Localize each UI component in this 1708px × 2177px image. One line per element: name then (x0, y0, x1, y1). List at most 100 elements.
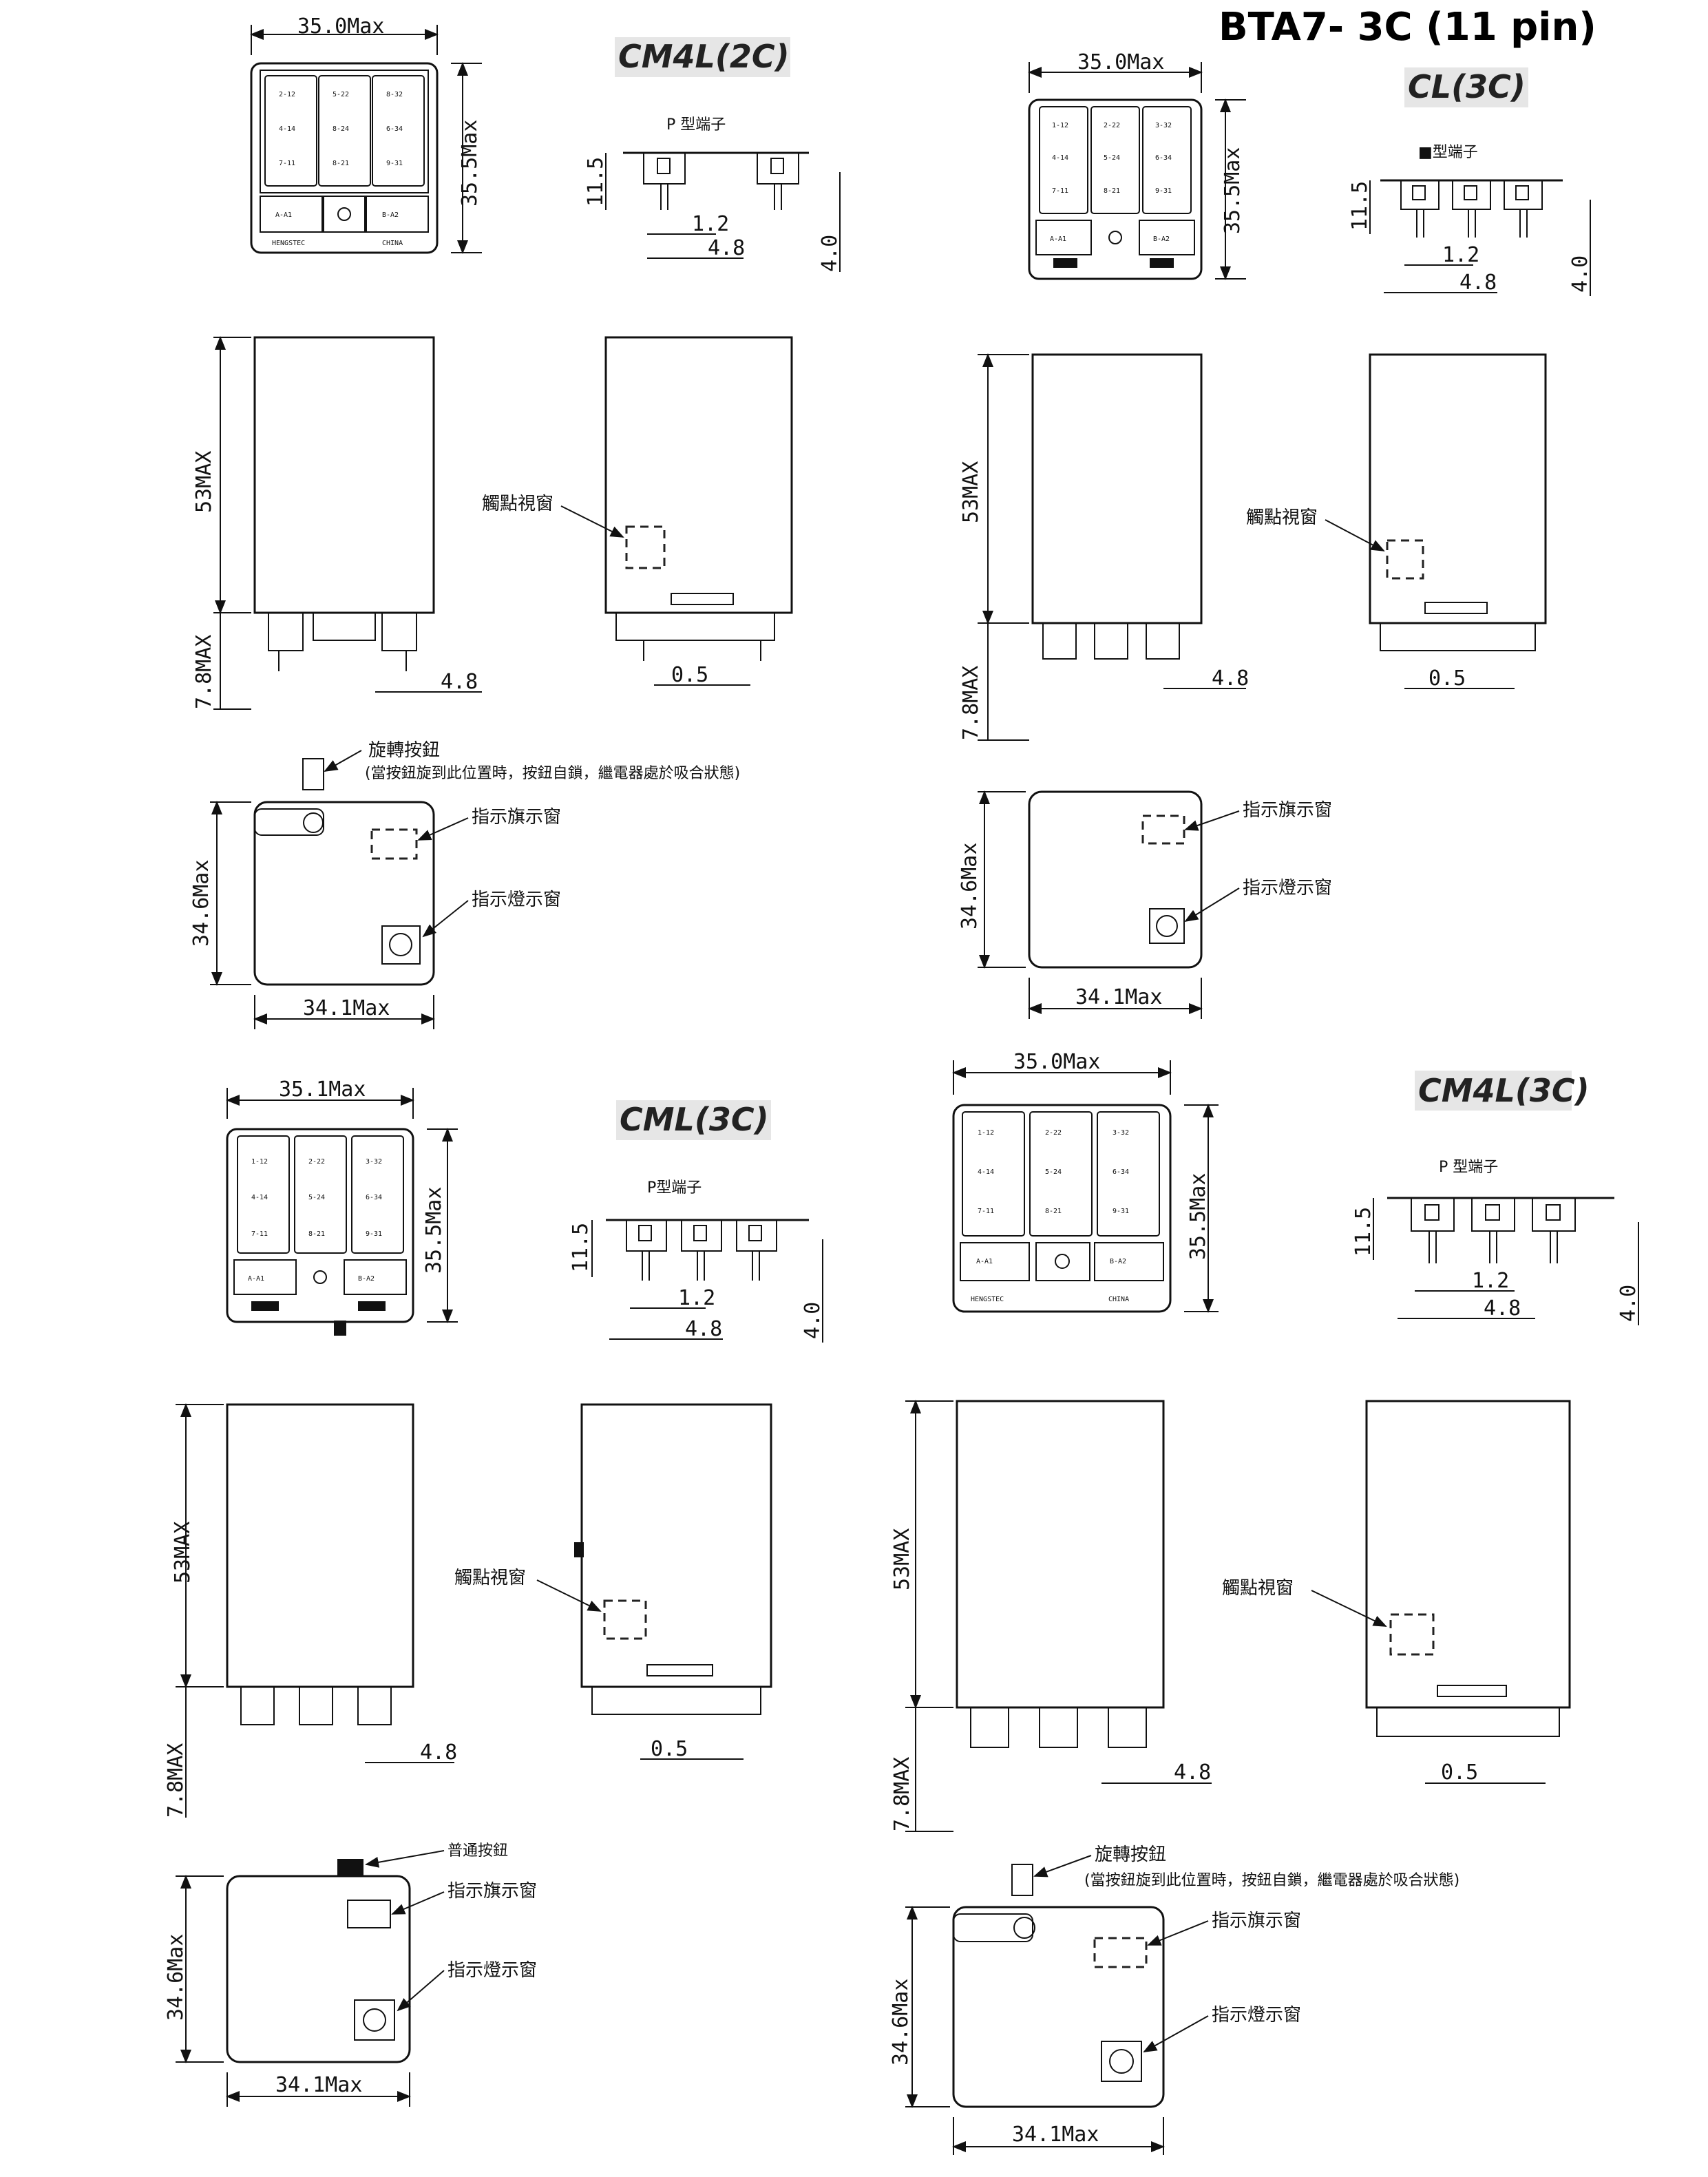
svg-text:1-12: 1-12 (1052, 122, 1068, 129)
svg-text:0.5: 0.5 (1428, 666, 1466, 691)
top-height-dim: 35.5Max (458, 120, 482, 207)
svg-text:指示燈示窗: 指示燈示窗 (472, 890, 561, 910)
svg-text:4.8: 4.8 (685, 1317, 722, 1341)
svg-text:4.8: 4.8 (441, 670, 478, 694)
svg-text:7.8MAX: 7.8MAX (890, 1757, 914, 1831)
svg-text:CHINA: CHINA (382, 240, 403, 247)
svg-text:2-22: 2-22 (1104, 122, 1120, 129)
pin-label-grid: 1-12 2-22 3-32 4-14 5-24 6-34 7-11 8-21 … (971, 1129, 1129, 1303)
svg-text:0.5: 0.5 (651, 1737, 688, 1761)
svg-text:34.1Max: 34.1Max (1012, 2123, 1099, 2147)
svg-text:CHINA: CHINA (1108, 1296, 1129, 1303)
svg-text:1.2: 1.2 (1472, 1269, 1509, 1293)
svg-text:HENGSTEC: HENGSTEC (272, 240, 305, 247)
svg-text:指示旗示窗: 指示旗示窗 (472, 807, 561, 828)
svg-text:34.1Max: 34.1Max (275, 2073, 362, 2097)
svg-text:4-14: 4-14 (279, 125, 295, 133)
bottom-view: 普通按鈕 指示旗示窗 指示燈示窗 34.6Max 34.1Max (164, 1842, 537, 2107)
svg-text:B-A2: B-A2 (382, 211, 399, 219)
svg-text:8-21: 8-21 (308, 1230, 325, 1238)
svg-text:指示旗示窗: 指示旗示窗 (1243, 800, 1332, 821)
svg-text:4.8: 4.8 (708, 236, 745, 260)
svg-text:9-31: 9-31 (1113, 1208, 1129, 1215)
bottom-view: 旋轉按鈕 (當按鈕旋到此位置時，按鈕自鎖，繼電器處於吸合狀態) 指示旗示窗 指示… (889, 1844, 1459, 2155)
svg-text:4.0: 4.0 (818, 235, 842, 272)
svg-text:7-11: 7-11 (251, 1230, 268, 1238)
svg-text:指示旗示窗: 指示旗示窗 (1212, 1911, 1301, 1931)
svg-text:指示燈示窗: 指示燈示窗 (1243, 878, 1332, 898)
svg-text:4.8: 4.8 (1484, 1296, 1521, 1321)
svg-text:3-32: 3-32 (366, 1158, 382, 1166)
svg-text:B-A2: B-A2 (1153, 235, 1170, 243)
front-view: 觸點視窗 0.5 (454, 1403, 772, 1761)
top-view: 35.0Max 35.5Max 1-12 2-22 3-32 4-14 5-24… (952, 1050, 1219, 1313)
svg-text:53MAX: 53MAX (959, 461, 983, 523)
svg-text:53MAX: 53MAX (171, 1522, 195, 1584)
pin-label-grid: 2-12 5-22 8-32 4-14 8-24 6-34 7-11 8-21 … (272, 91, 403, 247)
svg-text:6-34: 6-34 (386, 125, 403, 133)
svg-text:A-A1: A-A1 (248, 1275, 264, 1283)
svg-text:觸點視窗: 觸點視窗 (1246, 507, 1318, 528)
svg-text:7.8MAX: 7.8MAX (959, 666, 983, 740)
svg-text:觸點視窗: 觸點視窗 (454, 1568, 526, 1588)
svg-text:9-31: 9-31 (366, 1230, 382, 1238)
svg-text:11.5: 11.5 (569, 1223, 593, 1272)
top-width-dim: 35.0Max (1013, 1050, 1100, 1074)
svg-text:B-A2: B-A2 (358, 1275, 375, 1283)
svg-text:8-21: 8-21 (1104, 187, 1120, 195)
panel-cml-3c: 35.1Max 35.5Max 1-12 2-22 3-32 4-14 5-24… (164, 1077, 825, 2107)
svg-text:指示旗示窗: 指示旗示窗 (447, 1881, 537, 1902)
svg-text:B-A2: B-A2 (1110, 1258, 1126, 1265)
svg-text:6-34: 6-34 (1155, 154, 1172, 162)
svg-text:5-24: 5-24 (1045, 1168, 1062, 1176)
svg-text:11.5: 11.5 (1351, 1207, 1375, 1256)
top-view: 35.1Max 35.5Max 1-12 2-22 3-32 4-14 5-24… (226, 1077, 458, 1336)
front-view: 觸點視窗 0.5 (1222, 1400, 1571, 1785)
svg-text:4.8: 4.8 (1212, 666, 1249, 691)
svg-text:8-21: 8-21 (333, 160, 349, 167)
svg-text:34.6Max: 34.6Max (189, 860, 213, 947)
document-title: BTA7- 3C (11 pin) (1219, 5, 1596, 50)
top-view: 35.0Max 35.5Max 2-12 5-22 8-32 4-14 8-24… (250, 14, 482, 254)
terminal-detail: P 型端子 11.5 1.2 4.8 4.0 (584, 116, 842, 272)
svg-text:5-22: 5-22 (333, 91, 349, 98)
svg-text:■型端子: ■型端子 (1418, 144, 1478, 161)
top-height-dim: 35.5Max (1186, 1173, 1210, 1260)
svg-text:4.0: 4.0 (1616, 1285, 1641, 1322)
terminal-detail: P 型端子 11.5 1.2 4.8 4.0 (1351, 1159, 1641, 1325)
svg-text:9-31: 9-31 (1155, 187, 1172, 195)
model-label: CM4L(2C) (618, 38, 790, 75)
terminal-detail: ■型端子 11.5 1.2 4.8 4.0 (1348, 144, 1592, 296)
top-height-dim: 35.5Max (422, 1187, 446, 1274)
svg-text:4.8: 4.8 (1459, 271, 1497, 295)
svg-text:5-24: 5-24 (1104, 154, 1120, 162)
svg-text:6-34: 6-34 (366, 1194, 382, 1201)
top-view: 35.0Max 35.5Max 1-12 2-22 3-32 4-14 5-24… (1028, 50, 1246, 280)
top-width-dim: 35.0Max (297, 14, 384, 39)
svg-text:2-22: 2-22 (308, 1158, 325, 1166)
top-height-dim: 35.5Max (1221, 147, 1245, 234)
svg-text:9-31: 9-31 (386, 160, 403, 167)
side-view: 53MAX 7.8MAX 4.8 (192, 336, 482, 710)
svg-text:1-12: 1-12 (251, 1158, 268, 1166)
bottom-view: 指示旗示窗 指示燈示窗 34.6Max 34.1Max (958, 790, 1332, 1019)
svg-text:A-A1: A-A1 (1050, 235, 1066, 243)
svg-text:2-12: 2-12 (279, 91, 295, 98)
panel-cm4l-3c: 35.0Max 35.5Max 1-12 2-22 3-32 4-14 5-24… (889, 1050, 1641, 2155)
panel-cm4l-2c: 35.0Max 35.5Max 2-12 5-22 8-32 4-14 8-24… (189, 14, 842, 1029)
svg-text:2-22: 2-22 (1045, 1129, 1062, 1137)
svg-text:1-12: 1-12 (978, 1129, 994, 1137)
svg-text:P 型端子: P 型端子 (666, 116, 726, 134)
svg-text:11.5: 11.5 (1348, 181, 1372, 231)
svg-text:4.0: 4.0 (801, 1302, 825, 1339)
svg-text:7.8MAX: 7.8MAX (164, 1743, 188, 1818)
svg-text:4-14: 4-14 (978, 1168, 994, 1176)
svg-text:34.1Max: 34.1Max (303, 996, 390, 1020)
svg-text:34.1Max: 34.1Max (1075, 985, 1162, 1009)
svg-text:7-11: 7-11 (978, 1208, 994, 1215)
model-label: CL(3C) (1408, 68, 1526, 105)
svg-text:A-A1: A-A1 (976, 1258, 993, 1265)
model-label: CM4L(3C) (1418, 1072, 1590, 1109)
svg-text:53MAX: 53MAX (192, 451, 216, 513)
